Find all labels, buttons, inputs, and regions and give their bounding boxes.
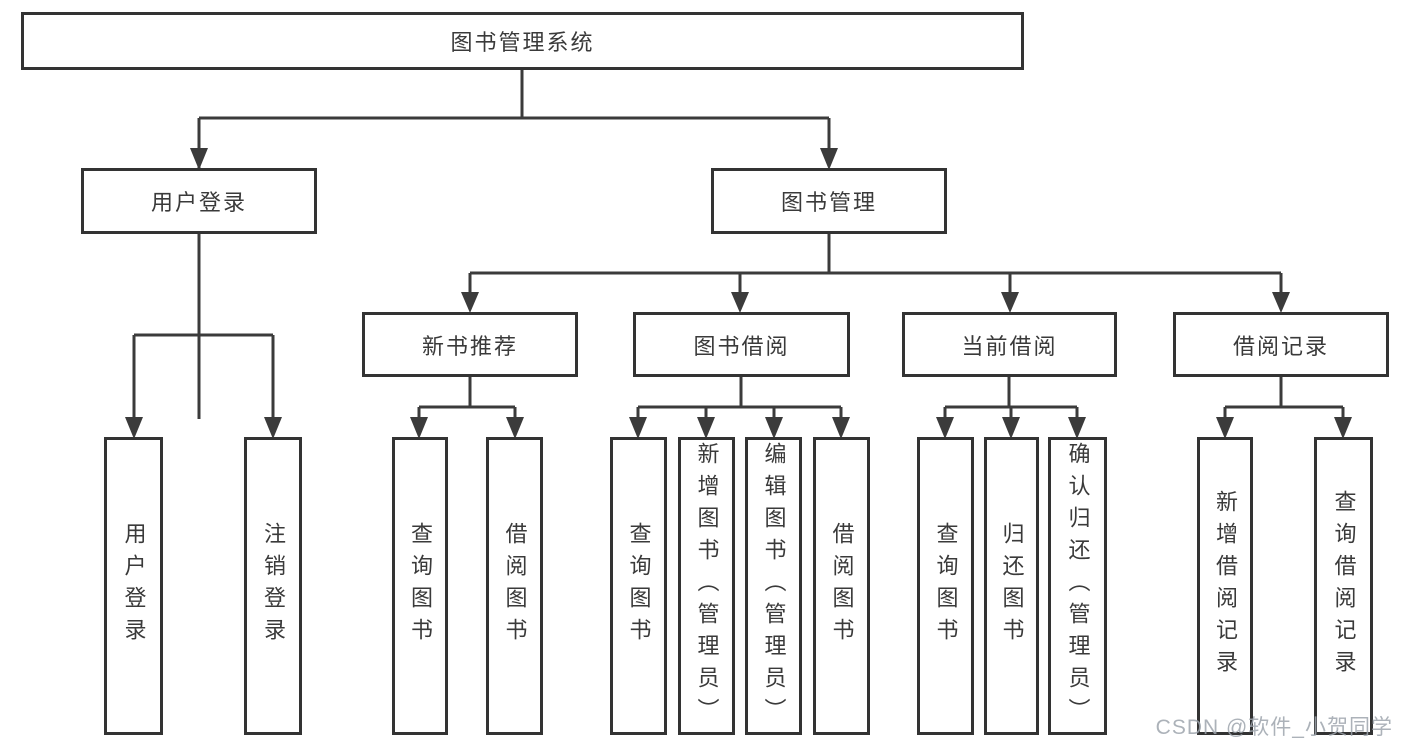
node-book-management: 图书管理 bbox=[711, 168, 947, 234]
node-book-borrow: 图书借阅 bbox=[633, 312, 850, 377]
leaf-record-query-borrow-record: 查询借阅记录 bbox=[1314, 437, 1373, 735]
arrowhead bbox=[1002, 417, 1020, 439]
leaf-label: 查询图书 bbox=[408, 522, 433, 650]
arrowhead bbox=[1001, 292, 1019, 313]
leaf-label: 查询图书 bbox=[626, 522, 652, 650]
arrowhead bbox=[629, 417, 647, 439]
arrowhead bbox=[820, 148, 838, 170]
leaf-borrow-edit-books-admin: 编辑图书（管理员） bbox=[745, 437, 802, 735]
leaf-label: 编辑图书（管理员） bbox=[761, 442, 787, 730]
leaf-label: 用户登录 bbox=[121, 522, 147, 650]
leaf-borrow-add-books-admin: 新增图书（管理员） bbox=[678, 437, 735, 735]
leaf-recommend-query-books: 查询图书 bbox=[392, 437, 448, 735]
arrowhead bbox=[264, 417, 282, 439]
arrowhead bbox=[1334, 417, 1352, 439]
leaf-borrow-borrow-books: 借阅图书 bbox=[813, 437, 870, 735]
leaf-logout: 注销登录 bbox=[244, 437, 302, 735]
leaf-record-add-borrow-record: 新增借阅记录 bbox=[1197, 437, 1253, 735]
arrowhead bbox=[731, 292, 749, 313]
leaf-label: 借阅图书 bbox=[829, 522, 855, 650]
arrowhead bbox=[765, 417, 783, 439]
leaf-borrow-query-books: 查询图书 bbox=[610, 437, 667, 735]
leaf-recommend-borrow-books: 借阅图书 bbox=[486, 437, 543, 735]
leaf-label: 查询借阅记录 bbox=[1331, 490, 1357, 682]
node-new-book-recommend: 新书推荐 bbox=[362, 312, 578, 377]
leaf-current-confirm-return-admin: 确认归还（管理员） bbox=[1048, 437, 1107, 735]
leaf-current-return-books: 归还图书 bbox=[984, 437, 1039, 735]
arrowhead bbox=[832, 417, 850, 439]
arrowhead bbox=[190, 148, 208, 170]
arrowhead bbox=[1216, 417, 1234, 439]
leaf-label: 新增图书（管理员） bbox=[694, 442, 720, 730]
arrowhead bbox=[1068, 417, 1086, 439]
arrowhead bbox=[506, 417, 524, 439]
node-user-login: 用户登录 bbox=[81, 168, 317, 234]
arrowhead bbox=[1272, 292, 1290, 313]
leaf-user-login: 用户登录 bbox=[104, 437, 163, 735]
leaf-current-query-books: 查询图书 bbox=[917, 437, 974, 735]
arrowhead bbox=[936, 417, 954, 439]
node-current-borrow: 当前借阅 bbox=[902, 312, 1117, 377]
leaf-label: 查询图书 bbox=[933, 522, 959, 650]
node-borrow-record: 借阅记录 bbox=[1173, 312, 1389, 377]
leaf-label: 归还图书 bbox=[999, 522, 1025, 650]
leaf-label: 新增借阅记录 bbox=[1213, 490, 1238, 682]
arrowhead bbox=[125, 417, 143, 439]
leaf-label: 确认归还（管理员） bbox=[1065, 442, 1091, 730]
arrowhead bbox=[461, 292, 479, 313]
arrowhead bbox=[697, 417, 715, 439]
leaf-label: 注销登录 bbox=[261, 522, 286, 650]
node-library-management-system: 图书管理系统 bbox=[21, 12, 1024, 70]
arrowhead bbox=[410, 417, 428, 439]
leaf-label: 借阅图书 bbox=[502, 522, 528, 650]
